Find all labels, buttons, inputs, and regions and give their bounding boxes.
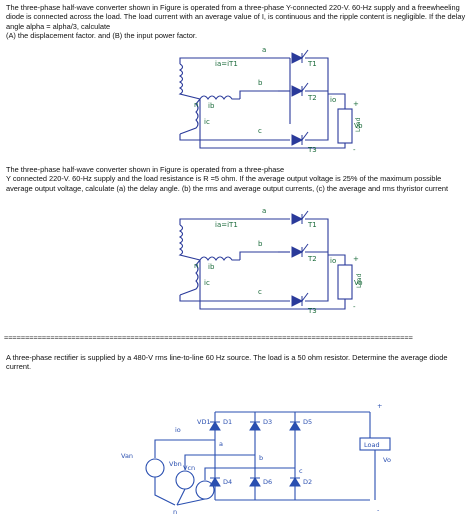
- vo-label: Vo: [354, 279, 363, 287]
- t3-label: T3: [307, 307, 317, 315]
- phase-a-label: a: [262, 46, 266, 54]
- t1-label: T1: [307, 221, 317, 229]
- minus-label: -: [353, 146, 356, 154]
- d1-label: D1: [223, 418, 232, 426]
- ia-label: ia=iT1: [215, 60, 238, 68]
- phase-b-label: b: [258, 79, 263, 87]
- t2-label: T2: [307, 94, 317, 102]
- node-b-label: b: [259, 454, 263, 462]
- io-label: io: [330, 257, 336, 265]
- phase-b-label: b: [258, 240, 263, 248]
- rect-plus-label: +: [377, 402, 382, 410]
- io-label-rect: io: [175, 426, 181, 434]
- d2-label: D2: [303, 478, 312, 486]
- problem-2-parts: Y connected 220-V. 60-Hz supply and the …: [6, 174, 449, 193]
- vd1-label: VD1: [197, 418, 211, 426]
- ib-label: ib: [208, 102, 215, 110]
- neutral-label: n: [194, 262, 198, 270]
- ib-label: ib: [208, 263, 215, 271]
- problem-2-text: The three-phase half-wave converter show…: [6, 165, 468, 193]
- t3-label: T3: [307, 146, 317, 154]
- problem-3-text: A three-phase rectifier is supplied by a…: [6, 353, 448, 372]
- problem-1-text: The three-phase half-wave converter show…: [6, 3, 468, 41]
- ic-label: ic: [204, 118, 210, 126]
- vo-label: Vo: [354, 122, 363, 130]
- problem-2-main: The three-phase half-wave converter show…: [6, 165, 285, 174]
- t2-label: T2: [307, 255, 317, 263]
- problem-1-main: The three-phase half-wave converter show…: [6, 3, 466, 31]
- d6-label: D6: [263, 478, 272, 486]
- plus-label: +: [353, 255, 359, 263]
- minus-label: -: [353, 303, 356, 311]
- plus-label: +: [353, 100, 359, 108]
- rect-load-label: Load: [364, 441, 380, 449]
- van-label: Van: [121, 452, 133, 460]
- three-phase-rectifier-figure: Van Vbn Vcn n VD1 io D1 D3 D5 D4 D6 D2 a…: [121, 402, 391, 516]
- node-a-label: a: [219, 440, 223, 448]
- ia-label: ia=iT1: [215, 221, 238, 229]
- rect-minus-label: -: [377, 506, 380, 514]
- d5-label: D5: [303, 418, 312, 426]
- load-label: Load: [355, 117, 362, 132]
- neutral-label-rect: n: [173, 508, 177, 516]
- phase-c-label: c: [258, 127, 262, 135]
- vbn-label: Vbn: [169, 460, 182, 468]
- half-wave-converter-figure-1: a b c ia=iT1 ib ic n T1 T2 T3 io Vo + - …: [178, 46, 363, 154]
- vcn-label: Vcn: [183, 464, 195, 472]
- rect-vo-label: Vo: [383, 456, 391, 464]
- node-c-label: c: [299, 467, 303, 475]
- section-separator: ========================================…: [4, 334, 413, 342]
- phase-c-label: c: [258, 288, 262, 296]
- phase-a-label: a: [262, 207, 266, 215]
- ic-label: ic: [204, 279, 210, 287]
- t1-label: T1: [307, 60, 317, 68]
- d4-label: D4: [223, 478, 232, 486]
- half-wave-converter-figure-2: a b c ia=iT1 ib ic n T1 T2 T3 io Vo + - …: [178, 207, 363, 315]
- d3-label: D3: [263, 418, 272, 426]
- load-label: Load: [356, 273, 363, 288]
- problem-1-parts: (A) the displacement factor. and (B) the…: [6, 31, 198, 41]
- neutral-label: n: [194, 101, 198, 109]
- io-label: io: [330, 96, 336, 104]
